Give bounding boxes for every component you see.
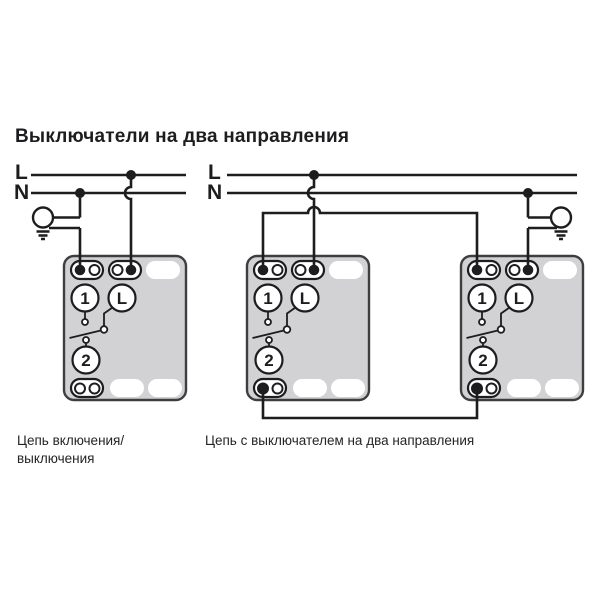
n-drop-wire xyxy=(526,193,557,270)
l-drop-wire xyxy=(306,175,316,270)
line-n-label: N xyxy=(207,181,222,204)
l-drop-wire xyxy=(123,175,133,270)
junction-dot xyxy=(309,170,319,180)
line-n-label: N xyxy=(14,181,29,204)
terminal-hole-filled xyxy=(471,383,483,394)
page-title: Выключатели на два направления xyxy=(15,126,350,147)
caption-line: выключения xyxy=(17,450,95,466)
lamp-icon xyxy=(31,206,55,241)
bottom-link-wire xyxy=(261,388,479,420)
switch-unit xyxy=(459,254,585,402)
traveler-wire xyxy=(261,205,479,270)
right-circuit-caption: Цепь с выключателем на два направления xyxy=(205,433,475,448)
junction-dot xyxy=(523,188,533,198)
terminal-hole-filled xyxy=(257,383,269,394)
lamp-icon xyxy=(549,206,573,241)
line-l-label: L xyxy=(15,161,28,184)
line-l-label: L xyxy=(208,161,221,184)
left-circuit-caption: Цепь включения/ выключения xyxy=(17,432,124,467)
circuit-right: L N xyxy=(207,161,585,420)
junction-dot xyxy=(126,170,136,180)
switch-unit xyxy=(62,254,188,402)
junction-dot xyxy=(75,188,85,198)
caption-line: Цепь включения/ xyxy=(17,433,125,448)
n-drop-wire xyxy=(49,193,82,270)
switch-unit xyxy=(245,254,371,402)
circuit-left: L N xyxy=(14,161,188,402)
